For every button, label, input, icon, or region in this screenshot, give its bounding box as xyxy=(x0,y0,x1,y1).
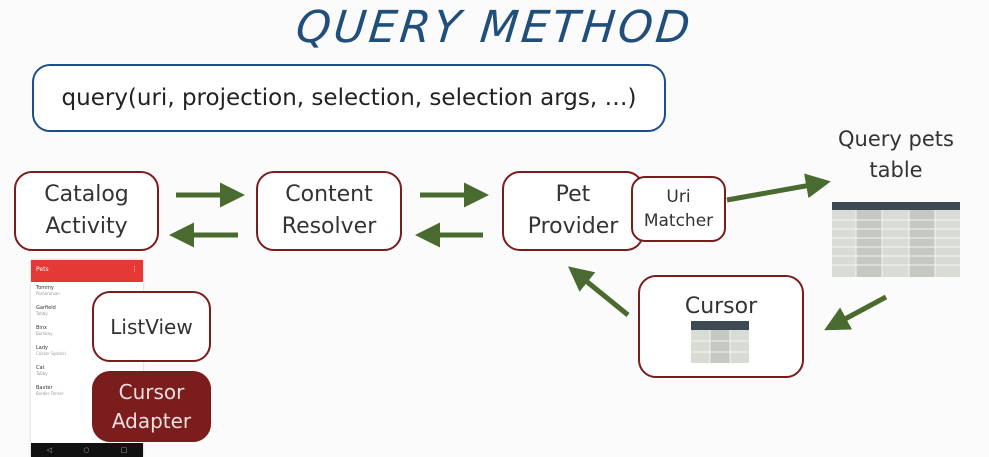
list-item-name: Baxter xyxy=(36,385,53,391)
pet-provider-node: Pet Provider xyxy=(502,171,644,251)
home-icon: ○ xyxy=(83,446,90,454)
query-signature-text: query(uri, projection, selection, select… xyxy=(61,85,637,111)
list-item-name: Tommy xyxy=(36,285,54,291)
catalog-activity-node: Catalog Activity xyxy=(14,171,159,251)
list-item-name: Cat xyxy=(36,365,45,371)
recents-icon: □ xyxy=(120,446,128,454)
cursor-label: Cursor xyxy=(684,294,758,319)
android-nav-bar: ◁ ○ □ xyxy=(31,443,143,457)
app-bar: Pets ⋮ xyxy=(31,260,143,282)
list-item-breed: Border Terrier xyxy=(36,391,64,396)
list-item-breed: Tabby xyxy=(36,311,48,316)
list-item-breed: Tabby xyxy=(36,371,48,376)
content-resolver-label: Content Resolver xyxy=(281,182,377,239)
arrow-table-to-cursor xyxy=(824,294,888,331)
list-item-breed: Cocker Spaniel xyxy=(36,351,66,356)
list-item-name: Lady xyxy=(36,345,48,351)
app-bar-title: Pets xyxy=(36,266,49,273)
cursor-table-icon xyxy=(691,321,749,363)
list-item-name: Garfield xyxy=(36,305,56,311)
catalog-activity-label: Catalog Activity xyxy=(44,182,129,239)
pets-table-icon xyxy=(832,202,960,277)
content-resolver-node: Content Resolver xyxy=(256,171,402,251)
listview-node: ListView xyxy=(92,291,211,362)
list-item-name: Binx xyxy=(36,325,47,331)
query-pets-table-label: Query pets table xyxy=(838,127,954,182)
arrow-cursor-to-provider xyxy=(568,266,630,317)
cursor-adapter-label: Cursor Adapter xyxy=(111,379,192,433)
list-item-breed: Bombay xyxy=(36,331,53,336)
uri-matcher-label: Uri Matcher xyxy=(643,187,714,231)
arrow-matcher-to-table xyxy=(726,173,831,203)
pet-provider-label: Pet Provider xyxy=(527,182,619,239)
cursor-adapter-node: Cursor Adapter xyxy=(92,371,211,442)
uri-matcher-node: Uri Matcher xyxy=(631,176,726,242)
query-signature-box: query(uri, projection, selection, select… xyxy=(32,64,666,132)
back-icon: ◁ xyxy=(46,446,53,454)
overflow-menu-icon: ⋮ xyxy=(131,265,138,273)
list-item-breed: Pomeranian xyxy=(36,291,60,296)
listview-label: ListView xyxy=(110,314,193,339)
